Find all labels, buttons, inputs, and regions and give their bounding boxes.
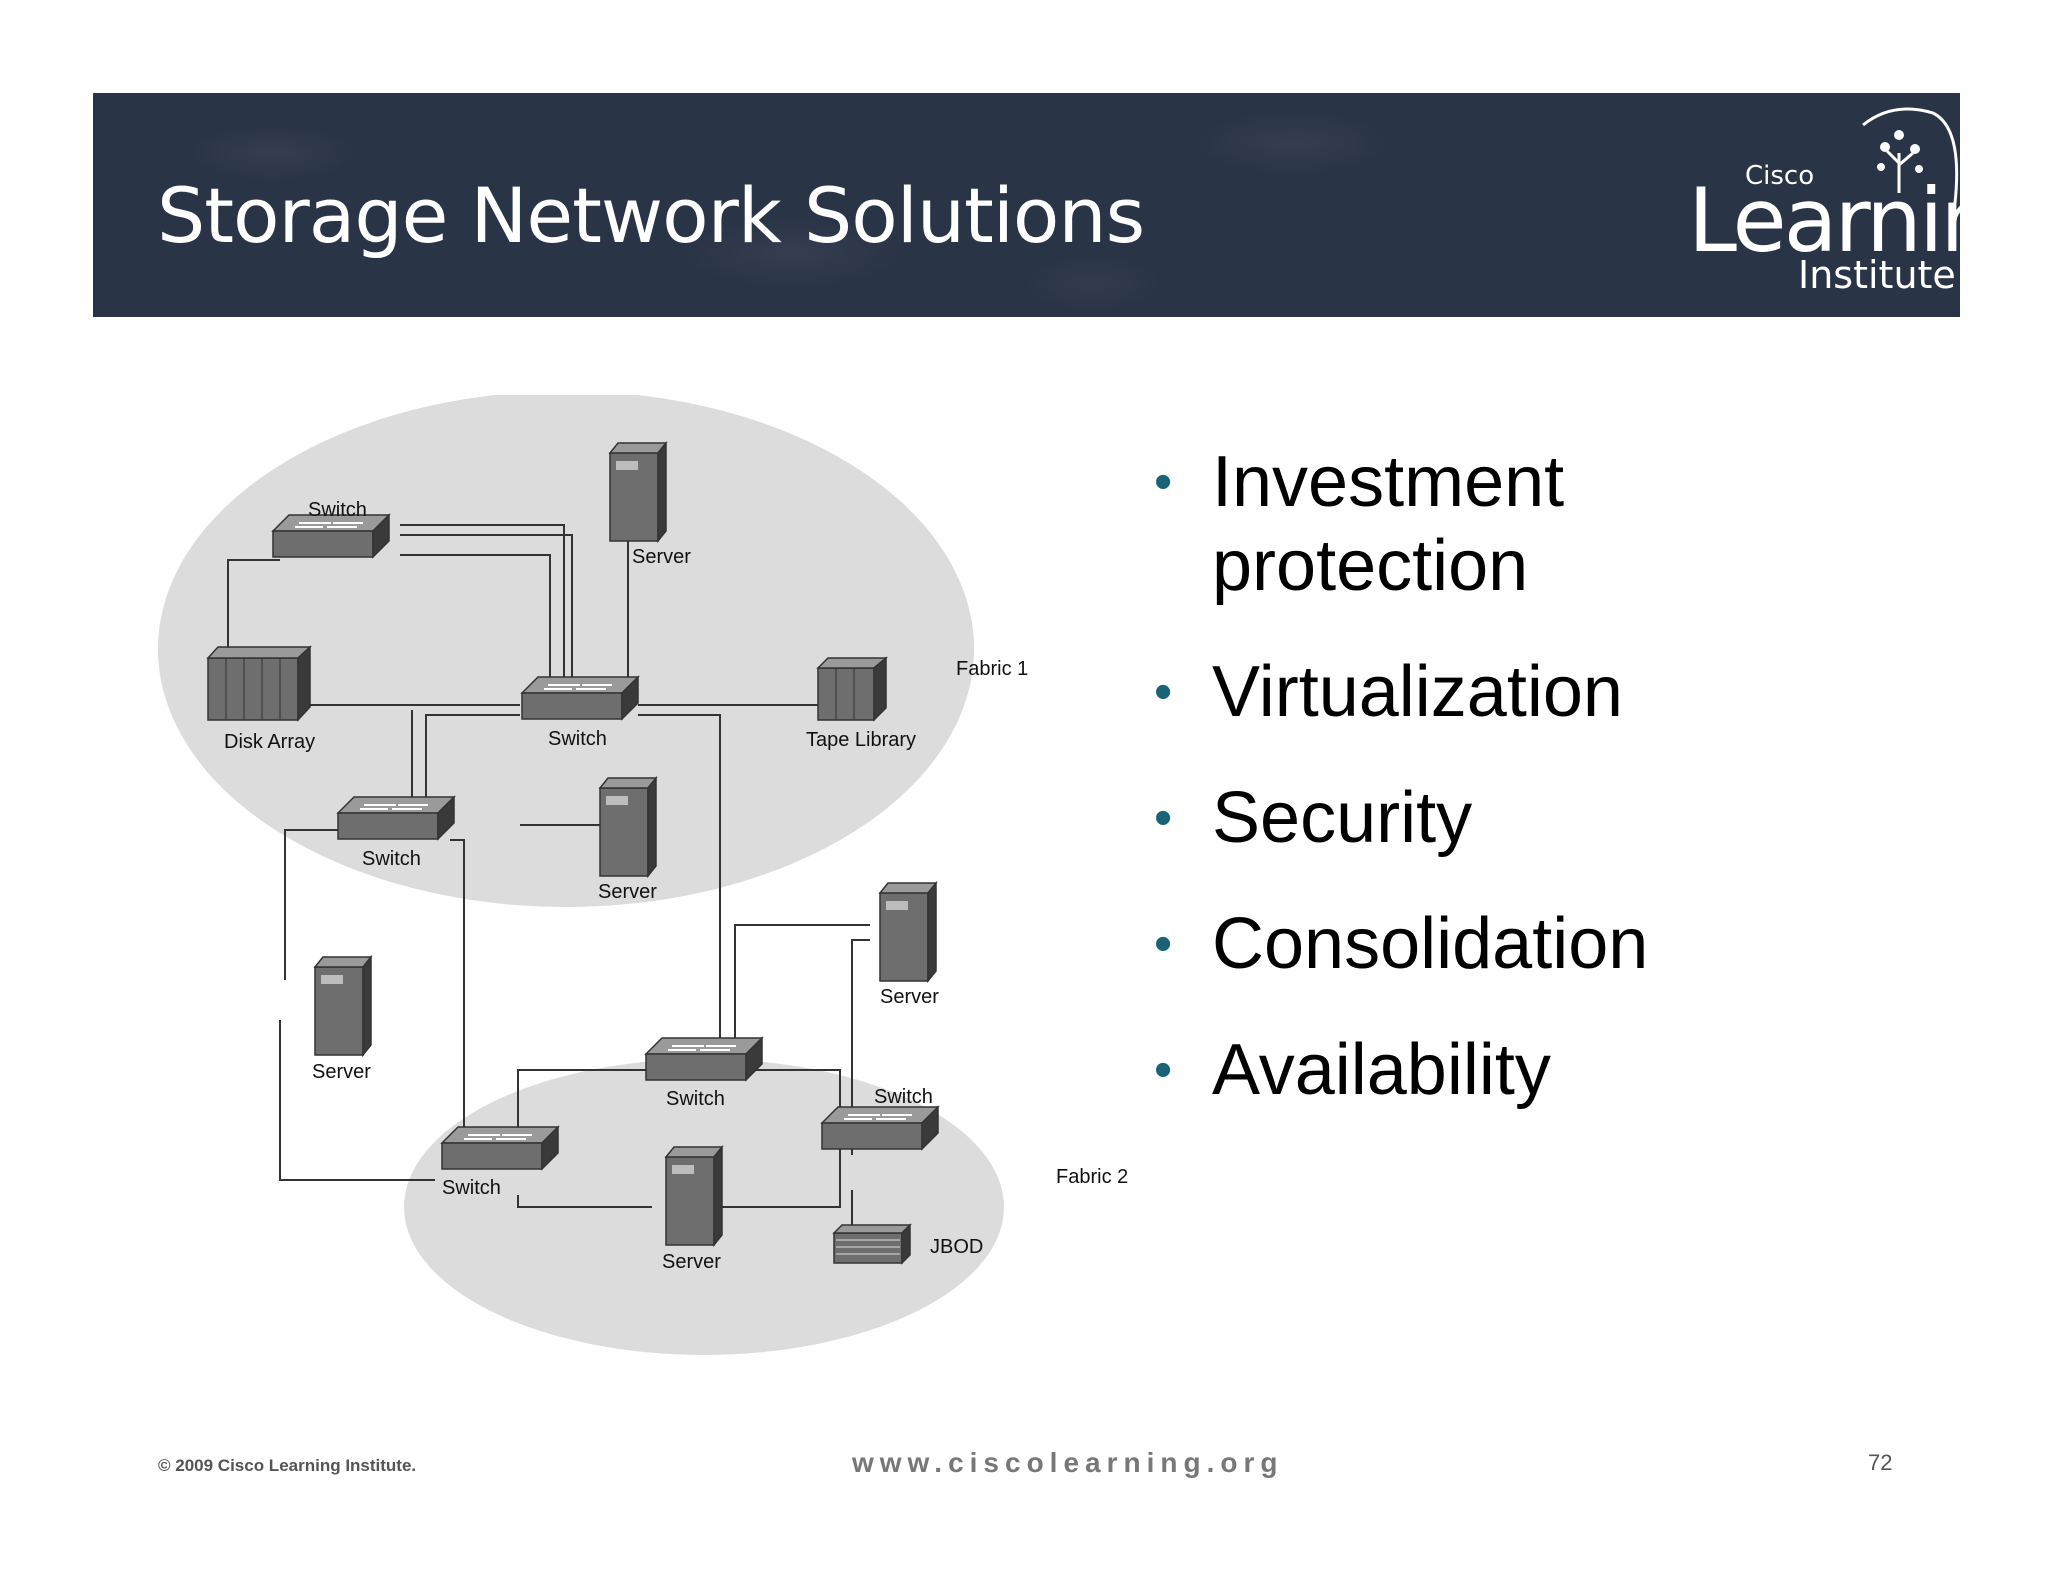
switch-icon: [645, 1037, 763, 1081]
title-banner: Storage Network Solutions Cisco Learning…: [93, 93, 2048, 317]
logo-institute-text: Institute: [1798, 253, 1956, 297]
switch-icon: [272, 514, 390, 558]
footer-copyright: © 2009 Cisco Learning Institute.: [158, 1456, 417, 1475]
storage-network-diagram: Switch Server Disk Array Switch Tape Lib…: [158, 395, 1128, 1355]
fabric-1-label: Fabric 1: [956, 658, 1028, 680]
bullet-item: •Investment protection: [1154, 442, 1565, 606]
switch-icon: [441, 1126, 559, 1170]
server-icon: [609, 442, 667, 542]
disk-array-icon: [206, 645, 312, 722]
bullet-item: •Availability: [1154, 1030, 1551, 1110]
server-icon: [879, 882, 937, 982]
bullet-dot-icon: •: [1154, 1041, 1173, 1099]
bullet-list: •Investment protection •Virtualization •…: [1150, 440, 1772, 1154]
switch-label: Switch: [362, 848, 421, 870]
jbod-label: JBOD: [930, 1236, 983, 1258]
switch-icon: [821, 1106, 939, 1150]
bullet-item: •Security: [1154, 778, 1473, 858]
bullet-dot-icon: •: [1154, 789, 1173, 847]
page-number: 72: [1868, 1450, 1893, 1475]
switch-label: Switch: [874, 1086, 933, 1108]
jbod-icon: [832, 1223, 912, 1265]
slide-title: Storage Network Solutions: [157, 171, 1145, 260]
switch-icon: [521, 676, 639, 720]
disk-array-label: Disk Array: [224, 731, 315, 753]
tape-library-label: Tape Library: [806, 729, 916, 751]
bullet-dot-icon: •: [1154, 915, 1173, 973]
bullet-dot-icon: •: [1154, 453, 1173, 511]
bullet-item: •Virtualization: [1154, 652, 1623, 732]
bullet-item: •Consolidation: [1154, 904, 1649, 984]
switch-label: Switch: [308, 499, 367, 521]
server-icon: [665, 1146, 723, 1246]
server-icon: [314, 956, 372, 1056]
switch-icon: [337, 796, 455, 840]
switch-label: Switch: [442, 1177, 501, 1199]
server-icon: [599, 777, 657, 877]
logo-cisco-text: Cisco: [1745, 161, 1815, 191]
fabric-2-label: Fabric 2: [1056, 1166, 1128, 1188]
server-label: Server: [312, 1061, 371, 1083]
switch-label: Switch: [666, 1088, 725, 1110]
server-label: Server: [662, 1251, 721, 1273]
server-label: Server: [880, 986, 939, 1008]
footer-url: www.ciscolearning.org: [852, 1447, 1284, 1478]
switch-label: Switch: [548, 728, 607, 750]
bullet-dot-icon: •: [1154, 663, 1173, 721]
logo-learning-text: Learning: [1688, 169, 2048, 272]
server-label: Server: [632, 546, 691, 568]
cisco-learning-logo: Cisco Learning Institute: [1593, 93, 2048, 317]
tape-library-icon: [816, 656, 889, 722]
server-label: Server: [598, 881, 657, 903]
